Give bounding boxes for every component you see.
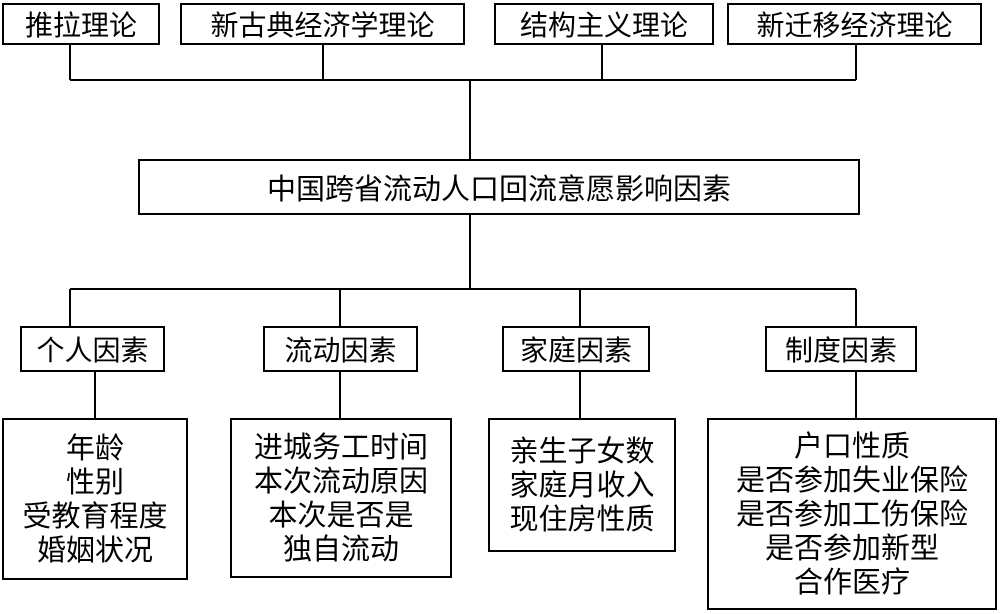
detail-item: 是否参加工伤保险 bbox=[735, 497, 968, 531]
detail-item: 是否参加失业保险 bbox=[735, 463, 968, 497]
detail-family: 亲生子女数 家庭月收入 现住房性质 bbox=[488, 418, 676, 552]
detail-item: 年龄 bbox=[65, 431, 124, 465]
detail-item: 独自流动 bbox=[282, 532, 399, 566]
detail-item: 家庭月收入 bbox=[509, 468, 655, 502]
theory-push-pull: 推拉理论 bbox=[2, 3, 160, 45]
theory-structuralism: 结构主义理论 bbox=[494, 3, 714, 45]
detail-item: 亲生子女数 bbox=[509, 434, 655, 468]
detail-item: 现住房性质 bbox=[509, 502, 655, 536]
theory-new-migration: 新迁移经济理论 bbox=[727, 3, 982, 45]
detail-item: 受教育程度 bbox=[22, 499, 168, 533]
category-personal: 个人因素 bbox=[20, 326, 165, 372]
detail-item: 户口性质 bbox=[793, 429, 910, 463]
category-institutional: 制度因素 bbox=[765, 326, 917, 372]
detail-item: 本次流动原因 bbox=[253, 464, 428, 498]
theory-neoclassical: 新古典经济学理论 bbox=[180, 3, 465, 45]
detail-mobility: 进城务工时间 本次流动原因 本次是否是 独自流动 bbox=[230, 418, 452, 578]
detail-institutional: 户口性质 是否参加失业保险 是否参加工伤保险 是否参加新型 合作医疗 bbox=[707, 418, 997, 610]
detail-item: 是否参加新型 bbox=[764, 531, 939, 565]
detail-item: 进城务工时间 bbox=[253, 430, 428, 464]
detail-item: 合作医疗 bbox=[793, 565, 910, 599]
detail-item: 本次是否是 bbox=[268, 498, 414, 532]
detail-item: 婚姻状况 bbox=[36, 533, 153, 567]
center-topic: 中国跨省流动人口回流意愿影响因素 bbox=[138, 159, 860, 215]
category-family: 家庭因素 bbox=[502, 326, 650, 372]
detail-personal: 年龄 性别 受教育程度 婚姻状况 bbox=[2, 418, 188, 580]
detail-item: 性别 bbox=[65, 465, 124, 499]
category-mobility: 流动因素 bbox=[263, 326, 418, 372]
